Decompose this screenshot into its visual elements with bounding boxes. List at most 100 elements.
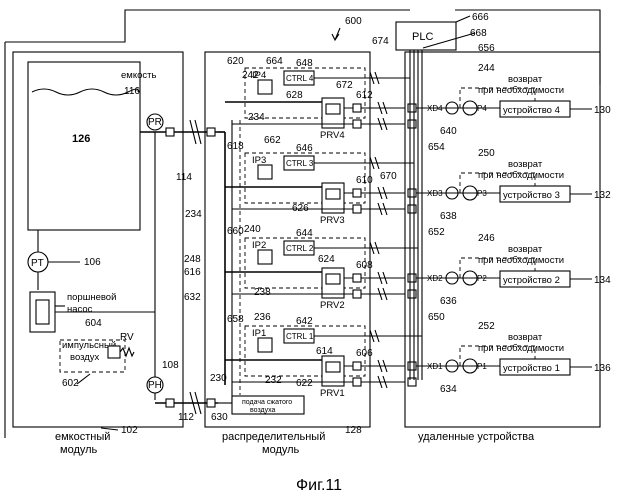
leader-602 — [77, 374, 90, 384]
ref-232: 232 — [265, 375, 282, 386]
line-ref: 244 — [478, 63, 495, 74]
break-marks — [378, 360, 387, 388]
device-ref: 132 — [594, 190, 611, 201]
ref-234b: 234 — [185, 209, 202, 220]
prv-label: PRV4 — [320, 130, 345, 141]
channel-3: IP3CTRL 3PRV3618646610662626670 — [225, 135, 416, 226]
device-channel-1: возвратпри необходимости252устройство 11… — [416, 321, 611, 395]
break-marks — [378, 187, 387, 215]
ref-674: 674 — [372, 36, 389, 47]
remote-port-out — [408, 274, 416, 282]
ip-transducer — [258, 338, 272, 352]
system-arrow — [332, 28, 340, 40]
ref-238: 238 — [254, 287, 271, 298]
ref-240: 240 — [244, 224, 261, 235]
ctrl-ref: 648 — [296, 58, 313, 69]
ref-616: 616 — [184, 267, 201, 278]
ctrl-label: CTRL 1 — [286, 332, 314, 341]
ip-ref: 620 — [227, 56, 244, 67]
ph-gauge-label: PH — [148, 380, 162, 391]
prv-ref: 612 — [356, 90, 373, 101]
tank-module-ref: 102 — [121, 425, 138, 436]
channel-2: IP2CTRL 2PRV2660644608624 — [225, 226, 418, 311]
supply-ref: 114 — [176, 172, 192, 183]
ref-628: 628 — [286, 90, 303, 101]
prv-core — [326, 362, 340, 372]
device-label: устройство 2 — [503, 275, 560, 286]
remote-port-return — [408, 378, 416, 386]
ref-672: 672 — [336, 80, 353, 91]
plc-ref: 666 — [472, 12, 489, 23]
plc-label: PLC — [412, 31, 433, 43]
port-108 — [166, 399, 174, 407]
ip-ref: 658 — [227, 314, 244, 325]
port-return-in — [207, 399, 215, 407]
pr-gauge-label: PR — [148, 117, 162, 128]
ref-632: 632 — [184, 292, 201, 303]
relief-valve — [108, 346, 120, 358]
ctrl-label: CTRL 2 — [286, 244, 314, 253]
port-return — [353, 378, 361, 386]
return-label: возврат — [508, 244, 543, 255]
port-return — [353, 290, 361, 298]
ctrl-ref: 642 — [296, 316, 313, 327]
remote-port-out — [408, 189, 416, 197]
device-channel-2: возвратпри необходимости 246 устройство 2 1… — [416, 233, 611, 323]
tank-label: емкость — [121, 70, 156, 81]
piston-pump-core — [36, 300, 49, 324]
ref-664: 664 — [266, 56, 283, 67]
return-label-2: при необходимости — [478, 170, 564, 181]
ref-662: 662 — [264, 135, 281, 146]
leader-666 — [456, 16, 470, 22]
rv-label: RV — [120, 332, 134, 343]
remote-device-channels: возвратпри необходимости244устройство 41… — [416, 63, 611, 395]
pump-label: поршневой — [67, 292, 116, 303]
line-ref: 246 — [478, 233, 495, 244]
port-out — [353, 104, 361, 112]
port-108-ref: 108 — [162, 360, 179, 371]
ref-236: 236 — [254, 312, 271, 323]
channel-1: IP1CTRL 1PRV1658642606614622 — [225, 314, 422, 399]
remote-port-out — [408, 362, 416, 370]
ip-ref: 660 — [227, 226, 244, 237]
return-ref: 112 — [178, 412, 194, 423]
port-return — [353, 205, 361, 213]
pulse-air-label-2: воздух — [70, 352, 100, 363]
device-label: устройство 4 — [503, 105, 560, 116]
device-channel-4: возвратпри необходимости244устройство 41… — [416, 63, 611, 153]
tank-number: 126 — [72, 133, 90, 145]
return-label-2: при необходимости — [478, 255, 564, 266]
prv-ref: 610 — [356, 175, 373, 186]
ref-622: 622 — [296, 378, 313, 389]
ip-label: IP4 — [252, 70, 266, 81]
prv-label: PRV1 — [320, 388, 345, 399]
prv-ref: 606 — [356, 348, 373, 359]
pt-label: PT — [31, 258, 44, 269]
prv-core — [326, 104, 340, 114]
remote-port-return — [408, 205, 416, 213]
distribution-module-label-2: модуль — [262, 444, 300, 456]
tank-module-label-2: модуль — [60, 444, 98, 456]
line-ref: 252 — [478, 321, 495, 332]
ip-transducer — [258, 165, 272, 179]
return-label: возврат — [508, 159, 543, 170]
channel-4: IP4CTRL 4PRV4620648612664628672 — [225, 56, 416, 141]
sensor-ref: 634 — [440, 384, 457, 395]
device-ref: 130 — [594, 105, 611, 116]
remote-devices-label: удаленные устройства — [418, 431, 535, 443]
ctrl-ref: 644 — [296, 228, 313, 239]
sensor-ref: 640 — [440, 126, 457, 137]
ip-ref: 618 — [227, 141, 244, 152]
remote-port-return — [408, 290, 416, 298]
ip-label: IP1 — [252, 328, 266, 339]
pulse-ref: 602 — [62, 378, 79, 389]
port-return — [353, 120, 361, 128]
compressed-air-label: подача сжатого — [242, 399, 292, 406]
device-ref: 134 — [594, 275, 611, 286]
compressed-air-label-2: воздуха — [250, 407, 276, 414]
tank-module-label: емкостный — [55, 431, 110, 443]
ref-230: 230 — [210, 373, 227, 384]
prv-core — [326, 274, 340, 284]
ip-label: IP2 — [252, 240, 266, 251]
